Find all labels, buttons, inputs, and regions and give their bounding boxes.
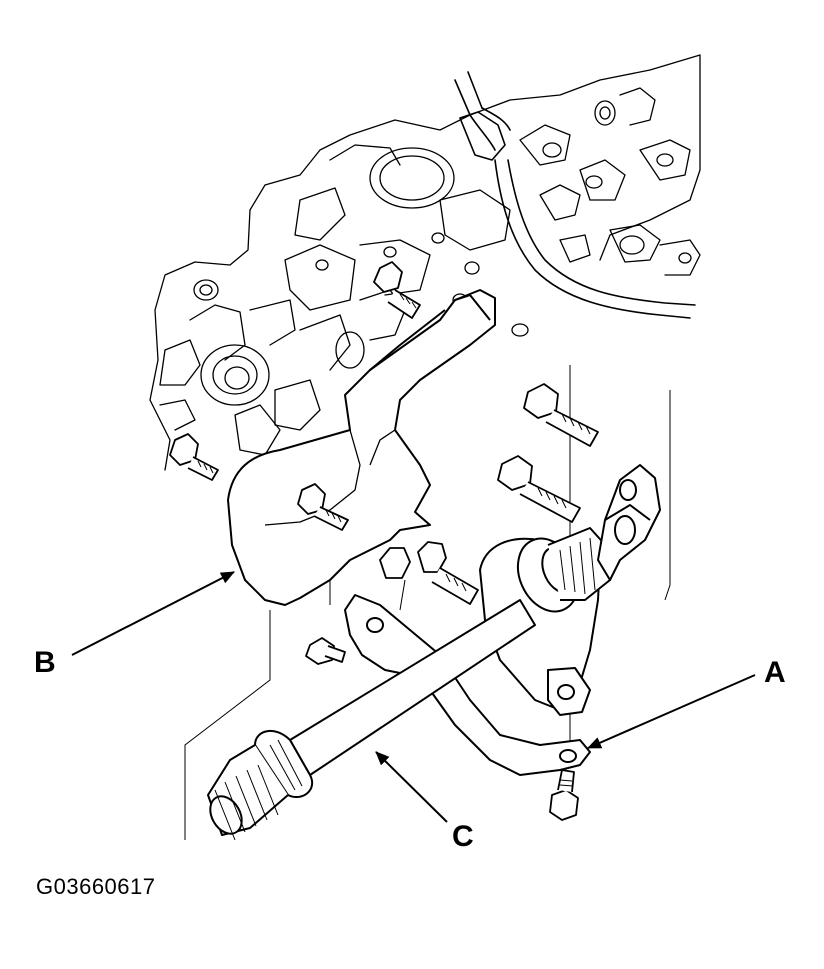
- callout-label-b: B: [34, 646, 56, 679]
- bearing-support-bracket-icon: [344, 464, 661, 776]
- bolt-icon: [169, 261, 599, 821]
- leader-arrows: [71, 571, 756, 823]
- heat-shield-icon: [227, 289, 496, 606]
- callout-label-a: A: [764, 656, 786, 689]
- engine-block-icon: [149, 54, 701, 471]
- figure-id: G03660617: [36, 874, 156, 899]
- intermediate-shaft-icon: [207, 599, 536, 841]
- pipe-line-icon: [454, 71, 696, 319]
- callout-label-c: C: [452, 820, 474, 853]
